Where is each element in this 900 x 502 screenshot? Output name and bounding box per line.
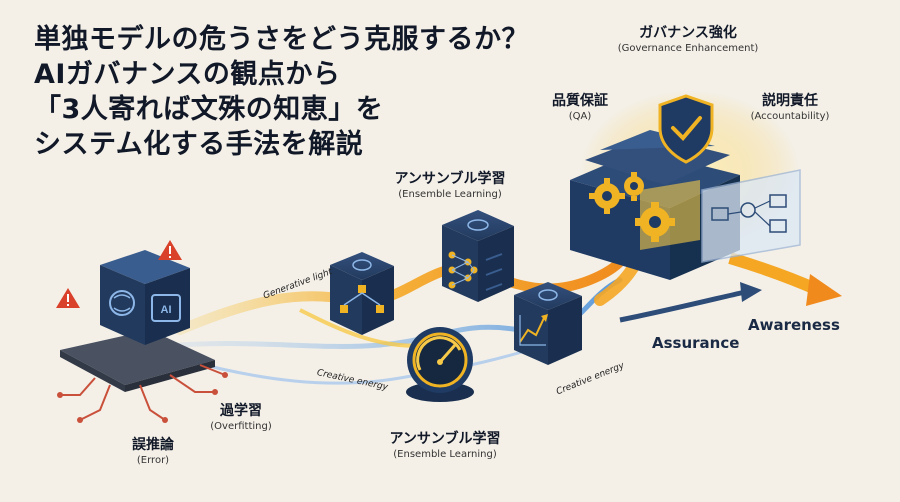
label-qa-jp: 品質保証	[552, 93, 608, 109]
governance-platform	[570, 90, 801, 280]
label-error-jp: 誤推論	[132, 437, 174, 453]
label-governance-en: (Governance Enhancement)	[617, 43, 759, 54]
label-overfitting-jp: 過学習	[220, 403, 262, 419]
headline-line-1: 単独モデルの危うさをどう克服するか？	[34, 24, 529, 55]
trend-chart-icon	[519, 314, 548, 346]
label-ensemble-top-en: (Ensemble Learning)	[398, 189, 502, 200]
label-ensemble-bottom-jp: アンサンブル学習	[389, 431, 501, 447]
label-accountability-jp: 説明責任	[762, 93, 818, 109]
flow-assurance: Assurance	[652, 334, 740, 352]
label-ensemble-bottom-en: (Ensemble Learning)	[393, 449, 497, 460]
flow-awareness: Awareness	[748, 316, 840, 334]
warning-icon	[56, 288, 80, 308]
flowchart-panel-icon	[701, 169, 801, 263]
label-qa: 品質保証 (QA)	[540, 92, 620, 123]
label-overfitting: 過学習 (Overfitting)	[196, 402, 286, 433]
gauge-icon	[406, 327, 474, 402]
hierarchy-icon	[340, 285, 384, 313]
headline-line-3: 「3人寄れば文殊の知恵」を	[34, 94, 384, 125]
label-qa-en: (QA)	[568, 111, 592, 122]
gear-icon	[624, 172, 644, 201]
label-error-en: (Error)	[136, 455, 170, 466]
brain-icon	[538, 289, 558, 301]
headline-line-4: システム化する手法を解説	[34, 129, 364, 160]
neural-network-icon	[448, 251, 478, 289]
chip-text: AI	[161, 304, 172, 316]
headline-line-2: AIガバナンスの観点から	[34, 59, 341, 90]
label-overfitting-en: (Overfitting)	[210, 421, 272, 432]
label-ensemble-top: アンサンブル学習 (Ensemble Learning)	[385, 170, 515, 201]
assurance-arrow-icon	[619, 282, 762, 323]
gear-icon	[635, 202, 675, 242]
label-accountability-en: (Accountability)	[750, 111, 830, 122]
label-error: 誤推論 (Error)	[118, 436, 188, 467]
label-ensemble-top-jp: アンサンブル学習	[394, 171, 506, 187]
ensemble-model-cube-1	[330, 252, 394, 335]
ai-chip-icon	[151, 294, 181, 322]
brain-icon	[467, 219, 489, 231]
single-model-chip: AI	[57, 250, 228, 423]
gear-icon	[589, 178, 625, 214]
label-ensemble-bottom: アンサンブル学習 (Ensemble Learning)	[380, 430, 510, 461]
warning-icon	[158, 240, 182, 260]
brain-icon	[352, 259, 372, 271]
shield-check-icon	[658, 94, 714, 164]
ensemble-model-cube-2	[442, 210, 514, 302]
awareness-arrow-icon	[728, 252, 842, 306]
headline: 単独モデルの危うさをどう克服するか？ AIガバナンスの観点から 「3人寄れば文殊…	[34, 22, 554, 162]
label-accountability: 説明責任 (Accountability)	[740, 92, 840, 123]
label-governance: ガバナンス強化 (Governance Enhancement)	[613, 24, 763, 55]
ensemble-model-cube-3	[514, 282, 582, 365]
brain-icon	[109, 290, 135, 316]
label-governance-jp: ガバナンス強化	[639, 25, 737, 41]
